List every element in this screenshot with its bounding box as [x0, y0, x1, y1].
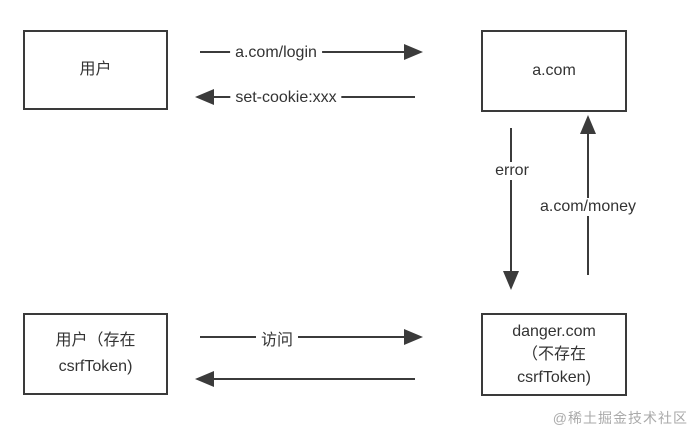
error-arrow-label: error: [490, 162, 534, 180]
arrow-right-icon: [404, 44, 423, 60]
user-with-token-line2: csrfToken): [58, 358, 133, 375]
visit-arrow-line: [200, 336, 405, 338]
user-with-token-line1: 用户（存在: [55, 332, 136, 349]
arrow-left-icon: [195, 371, 214, 387]
error-arrow-line: [510, 128, 512, 274]
set-cookie-arrow-label: set-cookie:xxx: [230, 89, 342, 107]
danger-box: danger.com （不存在 csrfToken): [481, 313, 627, 396]
user-with-token-box: 用户（存在 csrfToken): [23, 313, 168, 395]
user-box: 用户: [23, 30, 168, 110]
arrow-down-icon: [503, 271, 519, 290]
login-arrow-label: a.com/login: [230, 44, 322, 62]
arrow-right-icon: [404, 329, 423, 345]
danger-line3: csrfToken): [517, 369, 591, 386]
acom-box-label: a.com: [532, 62, 576, 79]
danger-line1: danger.com: [512, 323, 596, 340]
visit-arrow-label: 访问: [255, 326, 299, 350]
danger-line2: （不存在: [521, 346, 586, 363]
acom-box: a.com: [481, 30, 627, 112]
arrow-left-icon: [195, 89, 214, 105]
money-arrow-label: a.com/money: [534, 198, 642, 216]
watermark: @稀土掘金技术社区: [552, 410, 688, 426]
return-arrow-line: [212, 378, 415, 380]
arrow-up-icon: [580, 115, 596, 134]
user-box-label: 用户: [79, 61, 112, 78]
